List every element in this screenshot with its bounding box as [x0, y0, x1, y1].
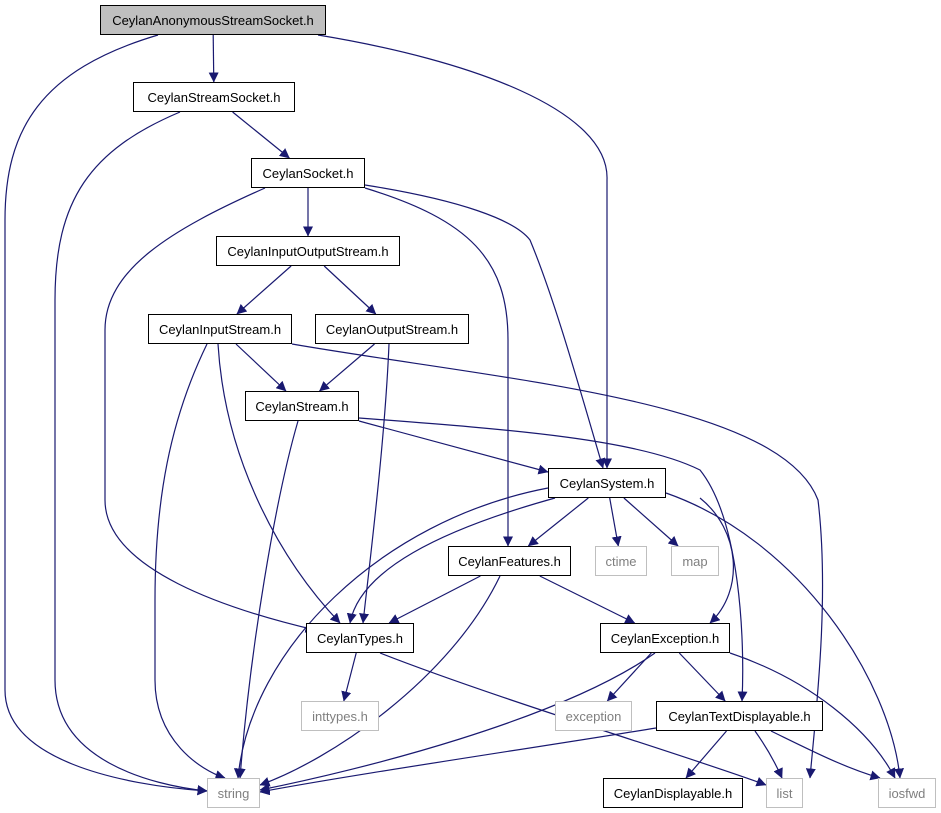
node-ceylan-output-stream[interactable]: CeylanOutputStream.h [315, 314, 469, 344]
edge-socket-to-system [364, 184, 606, 469]
edge-system-to-ctime [609, 497, 622, 547]
node-ceylan-stream-socket[interactable]: CeylanStreamSocket.h [133, 82, 295, 112]
node-inttypes: inttypes.h [301, 701, 379, 731]
edge-system-to-string [233, 487, 549, 779]
node-ceylan-input-output-stream[interactable]: CeylanInputOutputStream.h [216, 236, 400, 266]
edge-ios-to-ostream [323, 265, 377, 315]
edge-features-to-string [259, 575, 501, 787]
edge-stream-to-textdisp [358, 417, 748, 702]
node-ceylan-socket[interactable]: CeylanSocket.h [251, 158, 365, 188]
edge-textdisp-to-string [259, 727, 657, 796]
edge-ostream-to-stream [319, 343, 375, 392]
edge-socket-to-types [104, 187, 316, 633]
edge-features-to-types [388, 575, 481, 624]
edge-system-to-exception [699, 497, 734, 624]
node-ceylan-exception[interactable]: CeylanException.h [600, 623, 730, 653]
edge-stream-to-system [358, 420, 549, 475]
node-ceylan-displayable[interactable]: CeylanDisplayable.h [603, 778, 743, 808]
edge-textdisp-to-displayable [685, 730, 727, 779]
node-ceylan-types[interactable]: CeylanTypes.h [306, 623, 414, 653]
node-ceylan-features[interactable]: CeylanFeatures.h [448, 546, 571, 576]
edge-istream-to-stream [235, 343, 287, 392]
node-list: list [766, 778, 803, 808]
edge-system-to-map [623, 497, 679, 547]
node-string: string [207, 778, 260, 808]
node-ceylan-text-displayable[interactable]: CeylanTextDisplayable.h [656, 701, 823, 731]
node-map: map [671, 546, 719, 576]
node-ceylan-system[interactable]: CeylanSystem.h [548, 468, 666, 498]
edge-exception-to-string [259, 652, 656, 794]
edge-anon-to-string [4, 34, 208, 796]
edge-exception-to-iosfwd [729, 652, 896, 779]
node-exception-std: exception [555, 701, 632, 731]
edge-streamsock-to-string [54, 111, 208, 795]
edge-textdisp-to-list [754, 730, 783, 779]
edge-anon-to-system [317, 34, 612, 469]
node-iosfwd: iosfwd [878, 778, 936, 808]
edge-features-to-exception [539, 575, 636, 624]
edge-textdisp-to-iosfwd [770, 730, 881, 781]
edge-ios-to-istream [236, 265, 292, 315]
edge-system-to-iosfwd [665, 492, 905, 779]
node-ceylan-stream[interactable]: CeylanStream.h [245, 391, 359, 421]
edge-streamsock-to-socket [232, 111, 290, 159]
edge-types-to-inttypes [341, 652, 357, 702]
edge-istream-to-types [217, 343, 341, 624]
edge-istream-to-string [154, 343, 226, 780]
edge-istream-to-list [291, 343, 824, 779]
edge-system-to-features [527, 497, 589, 547]
edge-anon-to-streamsock [208, 34, 219, 83]
edge-exception-to-textdisp [678, 652, 726, 702]
node-ceylan-input-stream[interactable]: CeylanInputStream.h [148, 314, 292, 344]
edge-stream-to-string [235, 420, 299, 779]
edge-socket-to-features [364, 187, 513, 547]
node-ctime: ctime [595, 546, 647, 576]
node-ceylan-anonymous-stream-socket[interactable]: CeylanAnonymousStreamSocket.h [100, 5, 326, 35]
edge-ostream-to-types [359, 343, 390, 624]
edge-system-to-types [346, 497, 556, 624]
